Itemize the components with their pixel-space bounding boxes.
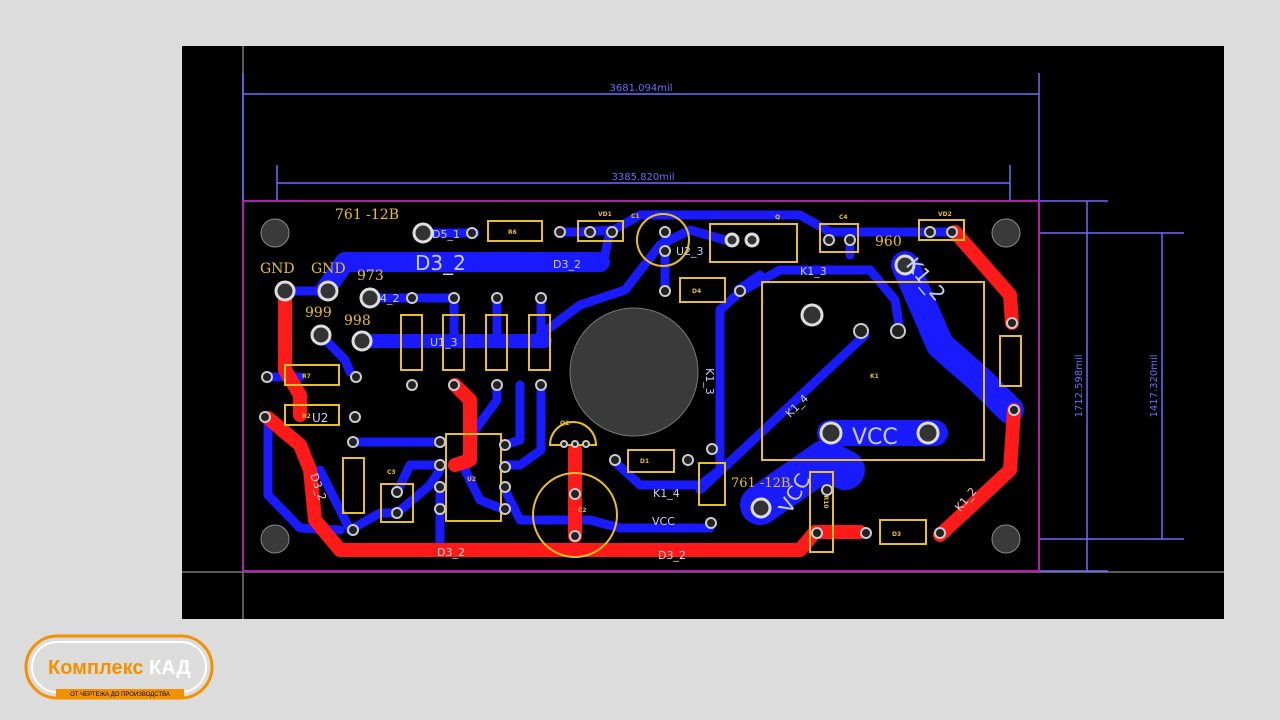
designator-u2: U2: [467, 476, 476, 483]
label-973: 973: [357, 268, 384, 284]
net-label-u1-3: U1_3: [430, 336, 458, 349]
buzzer-footprint: [569, 307, 699, 437]
designator-r7: R7: [302, 373, 311, 380]
designator-c1: C1: [631, 213, 640, 220]
net-label-d3-2-small: D3_2: [553, 258, 581, 271]
net-label-4-2: 4_2: [380, 292, 400, 305]
net-label-k1-3-b: K1_3: [703, 368, 716, 395]
label-960: 960: [875, 234, 902, 250]
logo-brand-part2: КАД: [149, 657, 191, 679]
designator-vd1: VD1: [598, 211, 612, 218]
board-outline: [242, 200, 1040, 572]
designator-k1: K1: [870, 373, 879, 380]
pcb-layout-view[interactable]: 3681.094mil 3385.820mil 1712.598mil 1417…: [182, 46, 1224, 619]
designator-r6: R6: [508, 229, 517, 236]
designator-c4: C4: [839, 214, 848, 221]
net-label-vcc-3: VCC: [652, 515, 675, 528]
dimension-outer-height: 1712.598mil: [1074, 354, 1085, 417]
logo-tagline: ОТ ЧЕРТЕЖА ДО ПРОИЗВОДСТВА: [70, 692, 170, 698]
net-label-k1-4-b: K1_4: [653, 487, 680, 500]
designator-q2: Q2: [560, 420, 569, 427]
designator-d3: D3: [892, 531, 901, 538]
pcb-canvas: 3681.094mil 3385.820mil 1712.598mil 1417…: [182, 46, 1224, 619]
board-label-2: 761 -12B: [731, 476, 790, 491]
label-999: 999: [305, 305, 332, 321]
logo-brand-part1: Комплекс: [48, 657, 143, 679]
net-label-u2: U2: [312, 411, 328, 425]
net-label-u2-3: U2_3: [676, 245, 704, 258]
net-label-k1-3: K1_3: [800, 265, 827, 278]
net-label-k1-4: K1_4: [783, 392, 811, 420]
pads: [274, 222, 940, 519]
dimension-outer-width: 3681.094mil: [609, 83, 672, 94]
designator-c2: C2: [578, 507, 587, 514]
designator-q: Q: [775, 214, 780, 221]
designator-r10: R10: [822, 496, 829, 509]
dimension-inner-width: 3385.820mil: [611, 172, 674, 183]
label-gnd-1: GND: [260, 261, 295, 277]
silkscreen-outlines: [284, 213, 1022, 558]
komplekskad-logo: Комплекс КАД ОТ ЧЕРТЕЖА ДО ПРОИЗВОДСТВА: [24, 634, 214, 700]
designator-c3: C3: [387, 469, 396, 476]
vias: [259, 226, 1020, 542]
label-998: 998: [344, 313, 371, 329]
net-label-d5-1: D5_1: [432, 228, 460, 241]
dimension-lines: [242, 73, 1184, 572]
net-label-d3-2-bottom-2: D3_2: [437, 546, 465, 559]
dimension-inner-height: 1417.320mil: [1149, 354, 1160, 417]
board-label: 761 -12B: [335, 207, 399, 223]
designator-d4: D4: [692, 288, 701, 295]
designator-vd2: VD2: [938, 211, 952, 218]
net-label-d3-2-bottom: D3_2: [658, 549, 686, 562]
net-label-vcc: VCC: [852, 425, 898, 450]
designator-r2: R2: [302, 413, 311, 420]
label-gnd-2: GND: [311, 261, 346, 277]
net-label-d3-2: D3_2: [415, 251, 466, 275]
designator-d1: D1: [640, 458, 649, 465]
mounting-holes: [260, 218, 1021, 554]
